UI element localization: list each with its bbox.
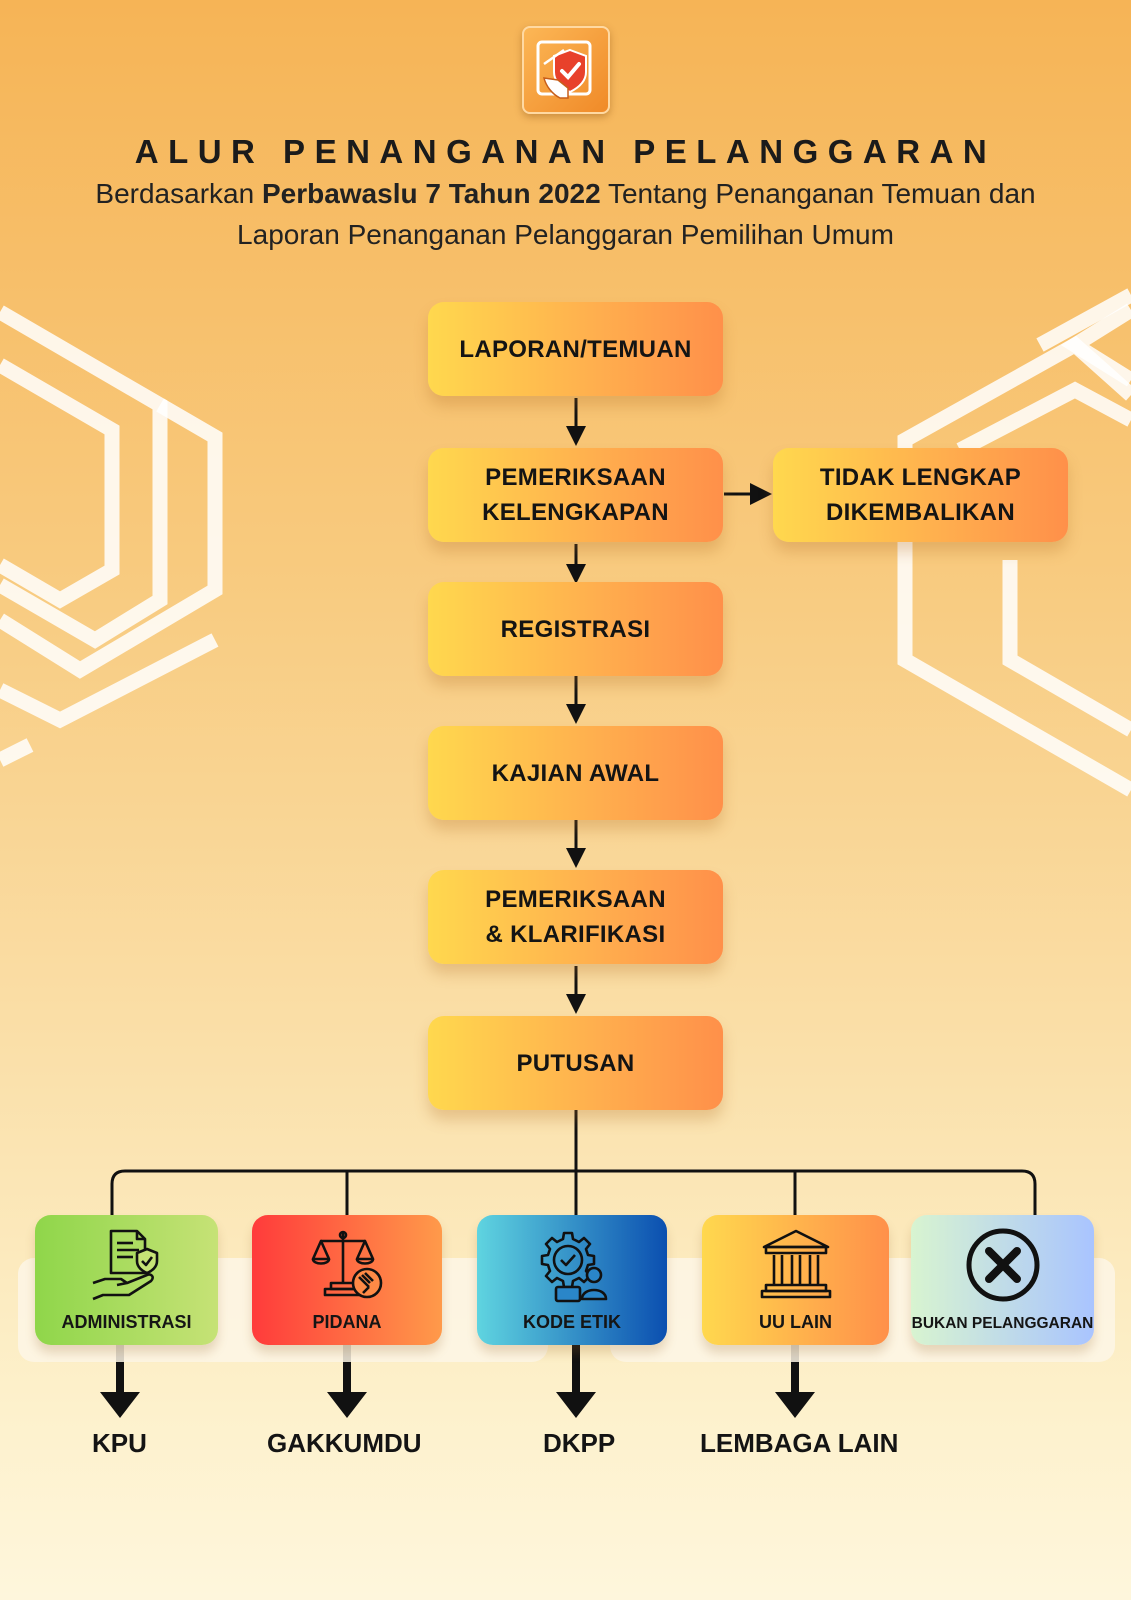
subtitle-line-2: Laporan Penanganan Pelanggaran Pemilihan… xyxy=(237,219,894,250)
step-label-line-1: TIDAK LENGKAP xyxy=(819,464,1022,491)
category-label: BUKAN PELANGGARAN xyxy=(911,1315,1094,1332)
category-bukan-pelanggaran: BUKAN PELANGGARAN xyxy=(911,1215,1094,1345)
category-administrasi: ADMINISTRASI xyxy=(35,1215,218,1345)
step-label-line-2: KELENGKAPAN xyxy=(482,499,669,526)
step-label: REGISTRASI xyxy=(500,615,651,643)
step-putusan: PUTUSAN xyxy=(428,1016,723,1110)
step-label-line-1: PEMERIKSAAN xyxy=(485,886,666,913)
x-circle-icon xyxy=(966,1228,1039,1302)
category-label: KODE ETIK xyxy=(522,1312,621,1332)
step-label-line-1: PEMERIKSAAN xyxy=(485,464,666,491)
step-laporan-temuan: LAPORAN/TEMUAN xyxy=(428,302,723,396)
category-label: ADMINISTRASI xyxy=(61,1312,192,1332)
courthouse-icon xyxy=(760,1229,831,1299)
step-label: LAPORAN/TEMUAN xyxy=(459,335,692,363)
document-shield-hand-icon xyxy=(92,1229,158,1301)
step-registrasi: REGISTRASI xyxy=(428,582,723,676)
category-uu-lain: UU LAIN xyxy=(702,1215,889,1345)
gear-person-check-icon xyxy=(540,1231,608,1303)
step-kajian-awal: KAJIAN AWAL xyxy=(428,726,723,820)
destination-lembaga-lain: LEMBAGA LAIN xyxy=(700,1428,899,1458)
step-label-line-2: DIKEMBALIKAN xyxy=(826,499,1015,526)
category-label: UU LAIN xyxy=(759,1312,832,1332)
logo xyxy=(522,26,610,114)
step-label-line-2: & KLARIFIKASI xyxy=(485,921,666,948)
destination-gakkumdu: GAKKUMDU xyxy=(267,1428,422,1458)
category-kode-etik: KODE ETIK xyxy=(477,1215,667,1345)
step-label: KAJIAN AWAL xyxy=(491,759,660,787)
category-label: PIDANA xyxy=(312,1312,382,1332)
subtitle-line-1: Berdasarkan Perbawaslu 7 Tahun 2022 Tent… xyxy=(95,178,1036,209)
step-label: PUTUSAN xyxy=(516,1049,635,1077)
step-tidak-lengkap-dikembalikan: TIDAK LENGKAP DIKEMBALIKAN xyxy=(773,448,1068,542)
scales-gavel-icon xyxy=(311,1230,383,1299)
destination-kpu: KPU xyxy=(92,1428,147,1458)
step-pemeriksaan-klarifikasi: PEMERIKSAAN & KLARIFIKASI xyxy=(428,870,723,964)
step-pemeriksaan-kelengkapan: PEMERIKSAAN KELENGKAPAN xyxy=(428,448,723,542)
page-title: ALUR PENANGANAN PELANGGARAN xyxy=(134,133,997,170)
destination-dkpp: DKPP xyxy=(543,1428,616,1458)
category-pidana: PIDANA xyxy=(252,1215,442,1345)
shield-check-hand-icon xyxy=(536,40,592,99)
